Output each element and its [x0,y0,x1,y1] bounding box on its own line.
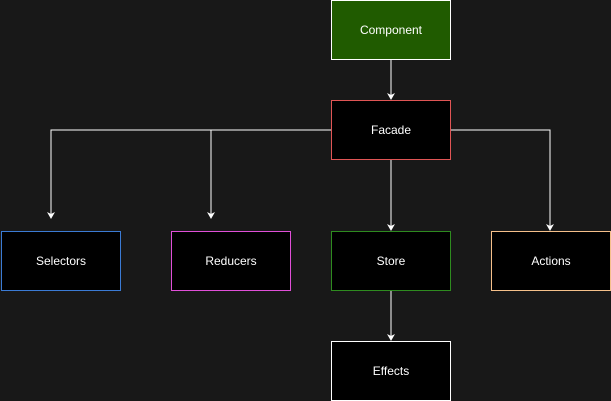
arrowhead-effects [387,334,395,341]
node-store-label: Store [376,254,406,268]
arrowhead-reducers [207,212,215,219]
node-effects-label: Effects [372,364,410,378]
node-store[interactable]: Store [331,231,451,291]
node-selectors-label: Selectors [35,254,87,268]
arrowhead-actions [546,224,554,231]
arrowhead-store [387,224,395,231]
node-actions-label: Actions [531,254,571,268]
node-reducers[interactable]: Reducers [171,231,291,291]
node-actions[interactable]: Actions [491,231,611,291]
node-selectors[interactable]: Selectors [1,231,121,291]
node-component-label: Component [359,23,423,37]
edge-facade-selectors [50,129,331,216]
node-facade-label: Facade [370,123,412,137]
node-effects[interactable]: Effects [331,341,451,401]
arrowhead-facade [387,93,395,100]
edge-facade-actions [451,129,551,228]
node-reducers-label: Reducers [205,254,257,268]
arrowhead-selectors [47,212,55,219]
node-facade[interactable]: Facade [331,100,451,160]
node-component[interactable]: Component [331,0,451,60]
